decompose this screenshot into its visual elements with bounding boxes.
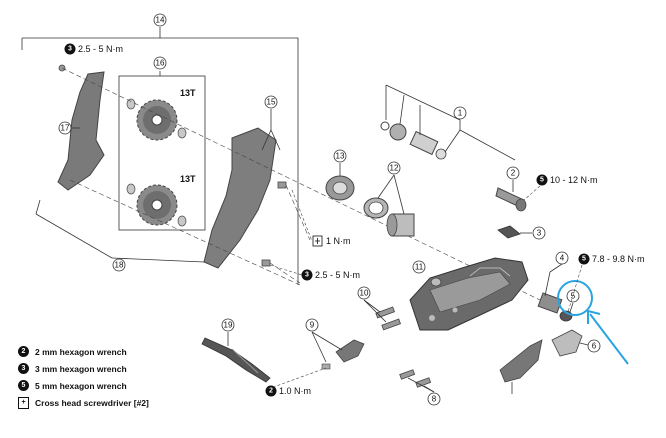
callout-8 bbox=[407, 377, 435, 393]
callout-16: 16 bbox=[153, 56, 167, 70]
svg-text:15: 15 bbox=[267, 98, 276, 107]
callout-9-badge: 9 bbox=[305, 318, 319, 332]
svg-text:16: 16 bbox=[156, 59, 165, 68]
svg-text:10 - 12 N·m: 10 - 12 N·m bbox=[550, 175, 598, 185]
svg-text:1: 1 bbox=[458, 109, 463, 118]
group-14-bracket bbox=[21, 27, 299, 285]
highlight-annotation bbox=[557, 280, 629, 365]
callout-2: 2 bbox=[506, 166, 520, 192]
callout-18: 18 bbox=[112, 258, 126, 272]
svg-text:14: 14 bbox=[156, 16, 165, 25]
svg-text:6: 6 bbox=[592, 342, 597, 351]
torque-label-2: 5 10 - 12 N·m bbox=[536, 174, 598, 186]
legend-label: Cross head screwdriver [#2] bbox=[35, 397, 149, 408]
pulley-washers bbox=[126, 98, 187, 227]
svg-text:2.5 - 5 N·m: 2.5 - 5 N·m bbox=[315, 270, 360, 280]
svg-text:3: 3 bbox=[68, 46, 72, 53]
svg-text:1.0 N·m: 1.0 N·m bbox=[279, 386, 311, 396]
legend-label: 2 mm hexagon wrench bbox=[35, 346, 127, 357]
callout-10-badge: 10 bbox=[357, 286, 371, 300]
svg-text:8: 8 bbox=[432, 395, 437, 404]
legend-label: 5 mm hexagon wrench bbox=[35, 380, 127, 391]
part-12-bushings bbox=[363, 197, 415, 237]
callout-4-badge: 4 bbox=[555, 251, 569, 265]
svg-text:3: 3 bbox=[305, 272, 309, 279]
hex-wrench-3-icon: 3 bbox=[18, 363, 29, 374]
legend-row-3mm: 3 3 mm hexagon wrench bbox=[18, 360, 149, 377]
svg-text:4: 4 bbox=[560, 254, 565, 263]
part-10-pins bbox=[375, 306, 401, 331]
callout-19: 19 bbox=[221, 318, 235, 346]
svg-text:18: 18 bbox=[115, 261, 124, 270]
legend-row-5mm: 5 5 mm hexagon wrench bbox=[18, 377, 149, 394]
callout-1-badge: 1 bbox=[453, 106, 467, 120]
callout-8-badge: 8 bbox=[427, 392, 441, 406]
svg-text:5: 5 bbox=[571, 292, 576, 301]
svg-text:13: 13 bbox=[336, 152, 345, 161]
svg-text:11: 11 bbox=[415, 263, 424, 272]
lower-pulley bbox=[136, 184, 178, 226]
part-1-bolts bbox=[380, 121, 447, 160]
part-8-screws bbox=[399, 369, 432, 388]
hex-wrench-5-icon: 5 bbox=[18, 380, 29, 391]
svg-text:2.5 - 5 N·m: 2.5 - 5 N·m bbox=[78, 44, 123, 54]
callout-3: 3 bbox=[520, 226, 546, 240]
svg-text:3: 3 bbox=[537, 229, 542, 238]
part-2-mount-bolt bbox=[495, 187, 527, 212]
callout-14: 14 bbox=[153, 13, 167, 27]
callout-10 bbox=[363, 299, 387, 323]
torque-label-1: 3 2.5 - 5 N·m bbox=[64, 43, 123, 55]
torque-label-4: 1 N·m bbox=[312, 235, 351, 247]
svg-text:1 N·m: 1 N·m bbox=[326, 236, 351, 246]
callout-4 bbox=[544, 263, 563, 297]
svg-text:7.8 - 9.8 N·m: 7.8 - 9.8 N·m bbox=[592, 254, 645, 264]
svg-text:10: 10 bbox=[360, 289, 369, 298]
torque-label-6: 2 1.0 N·m bbox=[265, 385, 311, 397]
part-19-tool bbox=[201, 337, 271, 383]
legend-label: 3 mm hexagon wrench bbox=[35, 363, 127, 374]
callout-1 bbox=[385, 84, 516, 161]
callout-15: 15 bbox=[261, 95, 281, 151]
outer-plate-bolt bbox=[261, 181, 287, 267]
svg-text:5: 5 bbox=[582, 256, 586, 263]
group-18-lines bbox=[35, 199, 205, 263]
callout-12-badge: 12 bbox=[387, 161, 401, 175]
tool-legend: 2 2 mm hexagon wrench 3 3 mm hexagon wre… bbox=[18, 343, 149, 411]
outer-plate bbox=[203, 127, 277, 269]
hex-wrench-2-icon: 2 bbox=[18, 346, 29, 357]
upper-pulley-teeth: 13T bbox=[180, 88, 196, 98]
svg-text:5: 5 bbox=[540, 177, 544, 184]
lower-pulley-teeth: 13T bbox=[180, 174, 196, 184]
legend-row-2mm: 2 2 mm hexagon wrench bbox=[18, 343, 149, 360]
svg-text:12: 12 bbox=[390, 164, 399, 173]
part-3-clip bbox=[497, 225, 521, 239]
torque-leaders bbox=[267, 185, 583, 390]
upper-pulley bbox=[136, 99, 178, 141]
inner-plate bbox=[57, 71, 105, 191]
callout-6: 6 bbox=[579, 339, 601, 353]
torque-label-3: 5 7.8 - 9.8 N·m bbox=[578, 253, 645, 265]
part-11-cap bbox=[430, 277, 442, 287]
part-13-cover bbox=[325, 175, 355, 201]
part-6-cover bbox=[551, 329, 583, 357]
callout-9 bbox=[311, 331, 343, 363]
assembly-axis-lines bbox=[61, 67, 541, 301]
callout-17: 17 bbox=[58, 121, 80, 135]
pulley-group-box bbox=[118, 71, 206, 231]
part-9-link bbox=[321, 339, 365, 370]
svg-text:2: 2 bbox=[269, 388, 273, 395]
screwdriver-icon: + bbox=[18, 396, 29, 409]
svg-text:9: 9 bbox=[310, 321, 315, 330]
part-7-guard bbox=[499, 339, 543, 383]
derailleur-main-body bbox=[409, 257, 529, 331]
svg-text:17: 17 bbox=[61, 124, 70, 133]
svg-text:2: 2 bbox=[511, 169, 516, 178]
svg-text:19: 19 bbox=[224, 321, 233, 330]
legend-row-screwdriver: + Cross head screwdriver [#2] bbox=[18, 394, 149, 411]
torque-label-5: 3 2.5 - 5 N·m bbox=[301, 269, 360, 281]
callout-12 bbox=[377, 174, 405, 215]
callout-11: 11 bbox=[412, 260, 426, 274]
callout-13: 13 bbox=[333, 149, 347, 176]
